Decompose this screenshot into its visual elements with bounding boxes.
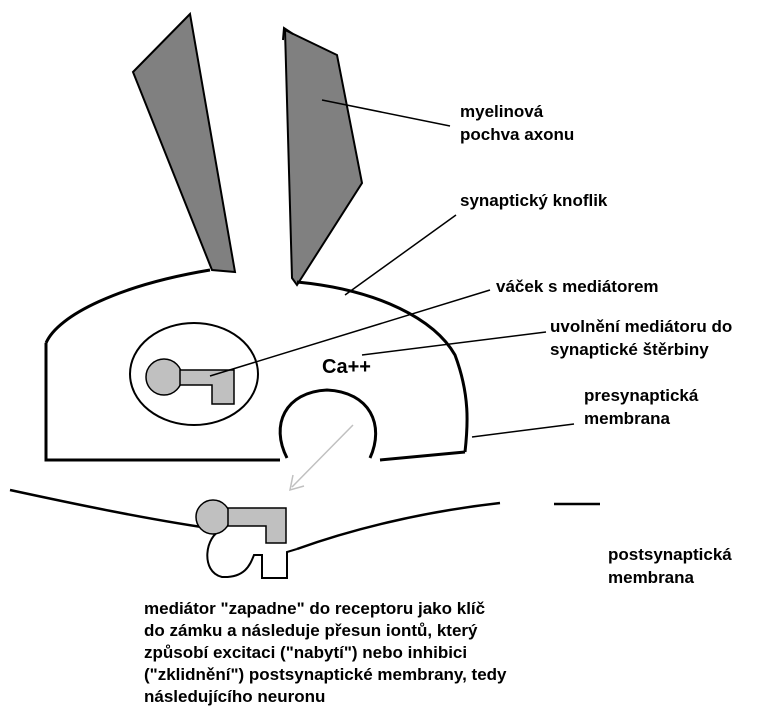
pointer-presynaptic	[472, 424, 574, 437]
label-myelin-line1: myelinová	[460, 101, 543, 122]
label-presynaptic-line1: presynaptická	[584, 385, 698, 406]
caption-line: mediátor "zapadne" do receptoru jako klí…	[144, 598, 507, 620]
caption-line: způsobí excitaci ("nabytí") nebo inhibic…	[144, 642, 507, 664]
label-calcium-ion: Ca++	[322, 356, 371, 379]
label-release-line1: uvolnění mediátoru do	[550, 316, 732, 337]
postsynaptic-membrane	[10, 490, 600, 549]
label-presynaptic-line2: membrana	[584, 408, 670, 429]
pointer-knob	[345, 215, 456, 295]
exocytosis-vesicle	[280, 390, 376, 458]
label-myelin-line2: pochva axonu	[460, 124, 574, 145]
myelin-sheath-right	[285, 30, 362, 285]
label-postsynaptic-line1: postsynaptická	[608, 544, 732, 565]
caption-line: ("zklidnění") postsynaptické membrany, t…	[144, 664, 507, 686]
label-synaptic-knob: synaptický knoflik	[460, 190, 607, 211]
label-release-line2: synaptické štěrbiny	[550, 339, 709, 360]
myelin-sheath-left	[133, 14, 235, 272]
label-vesicle: váček s mediátorem	[496, 276, 659, 297]
caption-line: následujícího neuronu	[144, 686, 507, 708]
caption: mediátor "zapadne" do receptoru jako klí…	[144, 598, 507, 708]
caption-line: do zámku a následuje přesun iontů, který	[144, 620, 507, 642]
label-postsynaptic-line2: membrana	[608, 567, 694, 588]
